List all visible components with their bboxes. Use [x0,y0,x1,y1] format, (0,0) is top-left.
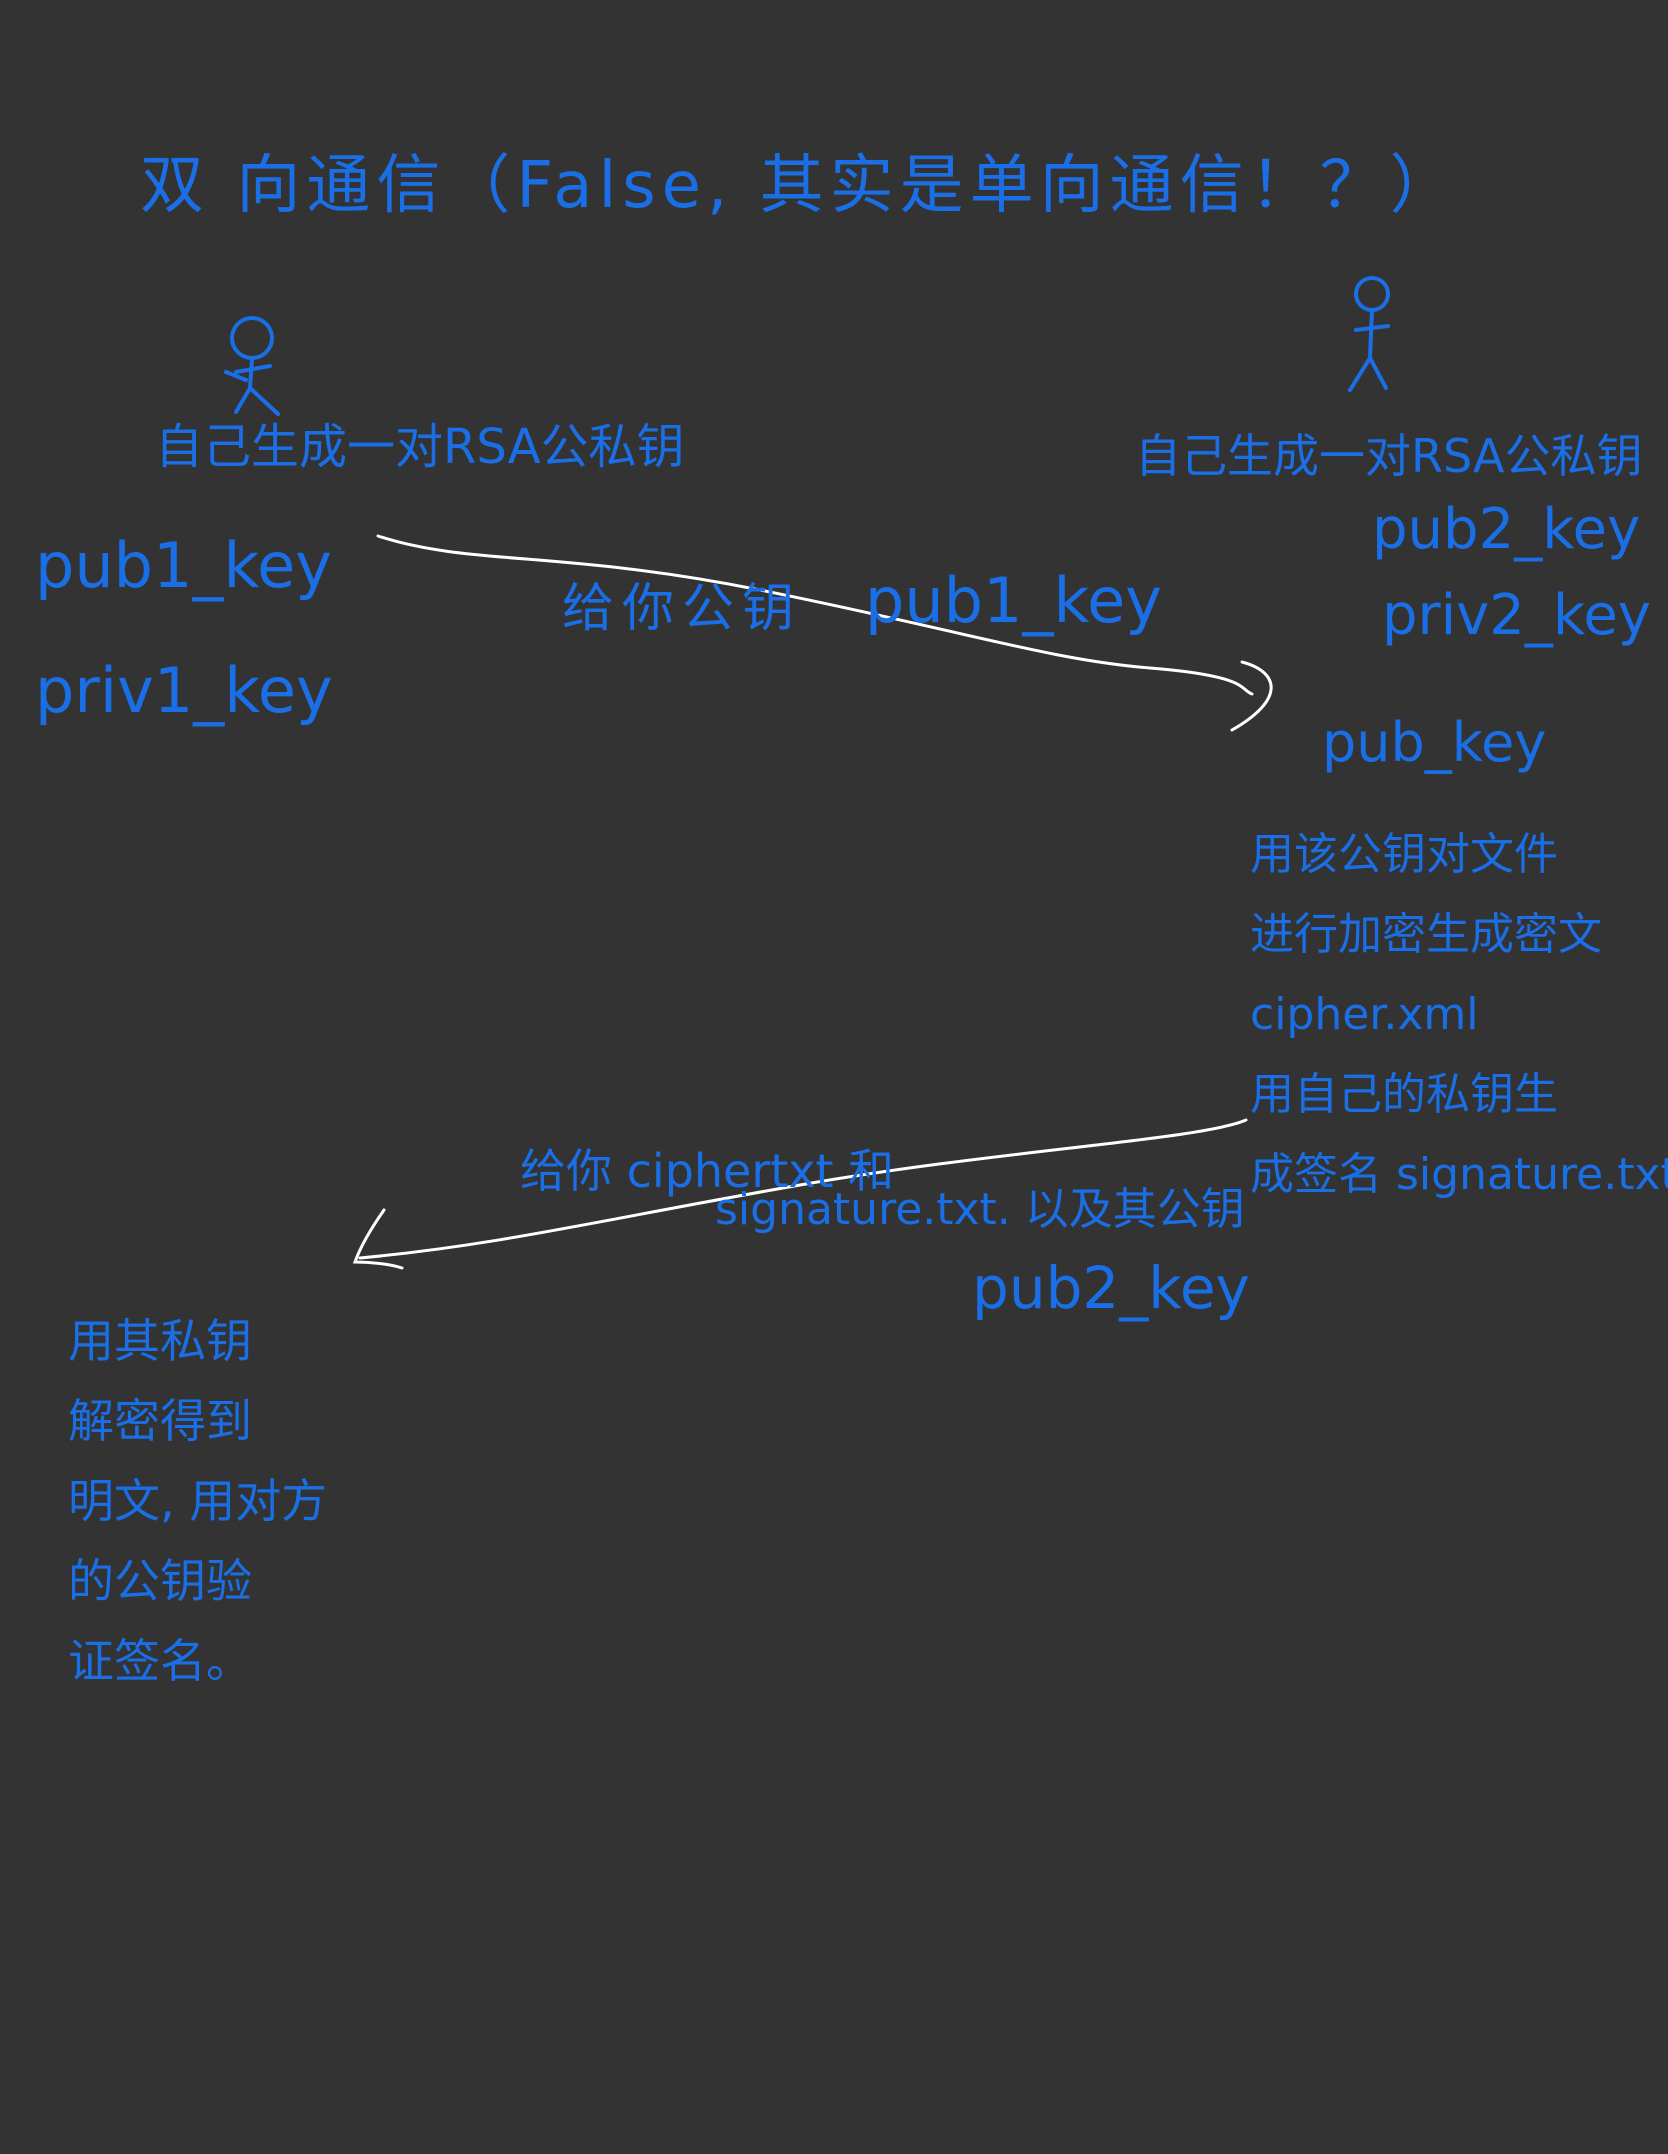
right-step-line: 成签名 signature.txt. [1250,1149,1668,1200]
left-step-line: 证签名。 [68,1634,252,1688]
page-title: 双 向通信（False, 其实是单向通信！？） [140,149,1460,223]
left-step-line: 用其私钥 [68,1314,252,1368]
right-priv-key-label: priv2_key [1382,583,1651,648]
arrow-cipher-to-left [352,1118,1248,1270]
left-person-icon [224,316,280,416]
left-step-line: 明文, 用对方 [68,1474,328,1528]
left-gen-label: 自己生成一对RSA公私钥 [155,419,685,475]
left-step-line: 的公钥验 [68,1554,252,1608]
left-step-line: 解密得到 [68,1394,252,1448]
right-step-line: 用自己的私钥生 [1250,1069,1558,1120]
arrow-pub1-to-right [376,534,1273,732]
right-step-line: cipher.xml [1250,989,1479,1040]
arrow2-key-label: pub2_key [972,1254,1250,1322]
arrow2-label-line1: 给你 ciphertxt 和 [520,1144,895,1198]
right-step-line: 进行加密生成密文 [1250,909,1602,960]
right-received-key-label: pub_key [1322,711,1547,774]
arrow2-label-line2: signature.txt. 以及其公钥 [715,1184,1245,1235]
right-steps-note: 用该公钥对文件 进行加密生成密文 cipher.xml 用自己的私钥生 成签名 … [1250,829,1668,1230]
left-pub-key-label: pub1_key [35,529,332,602]
left-priv-key-label: priv1_key [35,654,333,727]
right-gen-label: 自己生成一对RSA公私钥 [1135,429,1643,483]
right-person-icon [1348,276,1390,392]
right-step-line: 用该公钥对文件 [1250,829,1558,880]
arrow1-key-label: pub1_key [865,564,1162,637]
arrow1-label: 给你公钥 [562,579,803,639]
left-steps-note: 用其私钥 解密得到 明文, 用对方 的公钥验 证签名。 [68,1315,327,1715]
right-pub-key-label: pub2_key [1372,497,1641,562]
